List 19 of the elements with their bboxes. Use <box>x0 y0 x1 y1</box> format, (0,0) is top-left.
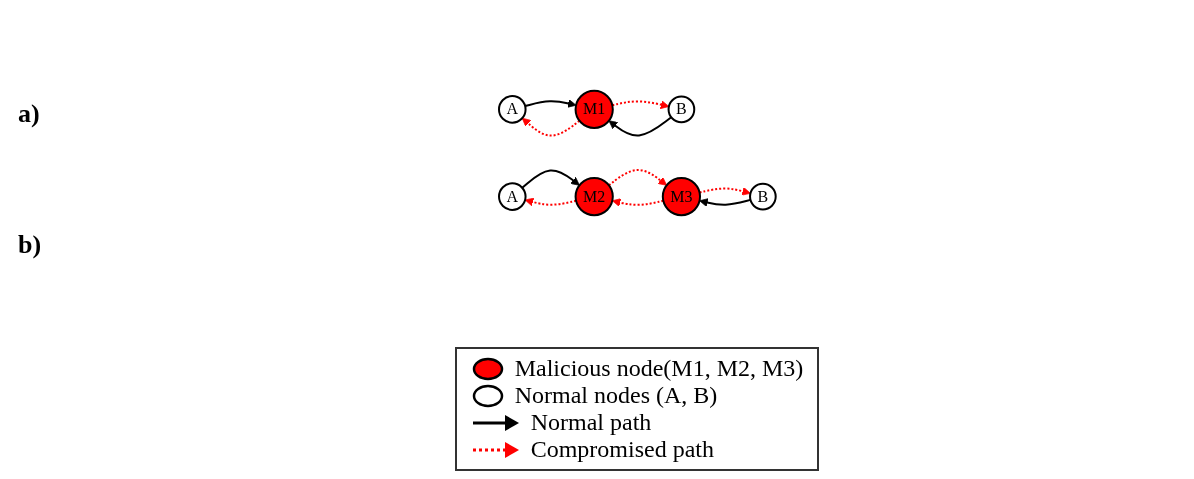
node-circle: M3 <box>661 177 701 217</box>
legend-text: Malicious node(M1, M2, M3) <box>514 355 804 382</box>
legend-text: Compromised path <box>530 436 714 463</box>
node-circle: M2 <box>574 177 614 217</box>
node-circle: B <box>748 182 777 211</box>
arrow <box>698 187 751 196</box>
arrow <box>520 169 580 189</box>
arrow <box>607 169 667 187</box>
panel-label: a) <box>18 98 41 129</box>
node-circle: A <box>497 182 527 211</box>
node-circle: B <box>667 95 695 124</box>
arrow <box>521 117 581 137</box>
panel-label: b) <box>18 230 43 261</box>
arrow <box>523 99 577 108</box>
legend-text: Normal nodes (A, B) <box>514 382 718 409</box>
legend-text: Normal path <box>530 409 652 436</box>
node-circle: M1 <box>574 89 614 129</box>
node-circle: A <box>497 95 527 124</box>
arrow <box>608 116 672 137</box>
